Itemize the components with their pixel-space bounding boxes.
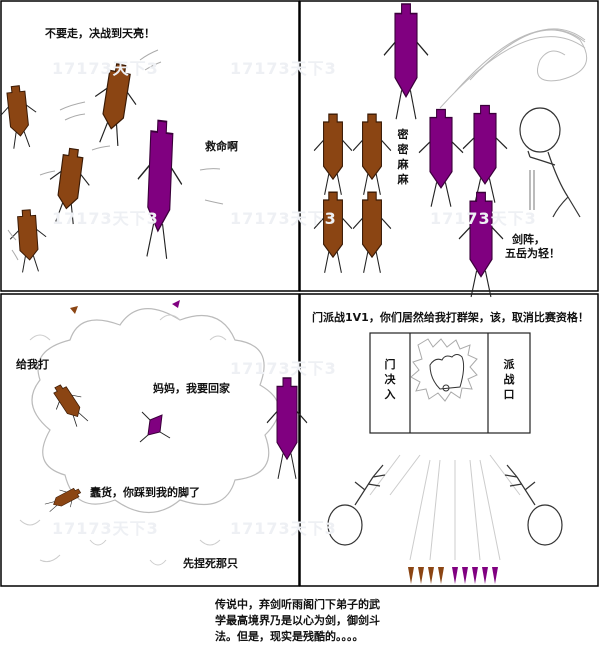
sign-char: 入 [384, 388, 396, 401]
caption-line: 学最高境界乃是以心为剑，御剑斗 [215, 614, 380, 627]
brown-sword-character [7, 208, 49, 274]
speech-cry: 救命啊 [205, 140, 238, 153]
watermark: 17173天下3 [52, 209, 159, 228]
speech-shout: 不要走，决战到天亮！ [45, 27, 155, 40]
watermark: 17173天下3 [230, 209, 337, 228]
sign-char: 战 [503, 373, 515, 386]
speech-formation-1: 剑阵， [512, 233, 545, 246]
speech-formation-2: 五岳为轻！ [505, 247, 560, 260]
sign-char: 派 [503, 358, 515, 371]
watermark: 17173天下3 [230, 359, 337, 378]
sign-left-text: 门 决 入 [383, 357, 397, 402]
dense-char: 麻 [397, 158, 409, 171]
fist-icon [429, 354, 465, 390]
speech-go-home: 妈妈，我要回家 [153, 382, 230, 395]
sign-char: 决 [384, 373, 396, 386]
caption-line: 法。但是，现实是残酷的。。。。 [215, 630, 364, 643]
watermark: 17173天下3 [52, 59, 159, 78]
caption: 传说中，弃剑听雨阁门下弟子的武 学最高境界乃是以心为剑，御剑斗 法。但是，现实是… [215, 597, 405, 645]
watermark: 17173天下3 [52, 519, 159, 538]
brown-sword-character [0, 83, 41, 151]
speech-stepped: 蠢货，你踩到我的脚了 [90, 486, 200, 499]
watermark: 17173天下3 [230, 519, 337, 538]
panel3-art [19, 300, 308, 566]
panel-borders [0, 0, 599, 587]
panel1-art [0, 49, 224, 274]
watermark: 17173天下3 [230, 59, 337, 78]
sign-char: 口 [503, 388, 515, 401]
panel4-art [327, 332, 563, 584]
speech-beat-him: 给我打 [16, 358, 49, 371]
sign-right-text: 派 战 口 [502, 357, 516, 402]
dense-char: 密 [397, 143, 409, 156]
label-dense: 密 密 麻 麻 [396, 127, 410, 187]
dense-char: 麻 [397, 173, 409, 186]
purple-sword-character [133, 117, 186, 262]
sword-row [408, 567, 498, 584]
sign-char: 门 [384, 358, 396, 371]
dense-char: 密 [397, 128, 409, 141]
caption-line: 传说中，弃剑听雨阁门下弟子的武 [215, 598, 380, 611]
speech-pinch: 先捏死那只 [183, 557, 238, 570]
panel2-art [313, 3, 588, 298]
speech-announcement: 门派战1V1，你们居然给我打群架，该，取消比赛资格！ [312, 311, 589, 324]
watermark: 17173天下3 [430, 209, 537, 228]
